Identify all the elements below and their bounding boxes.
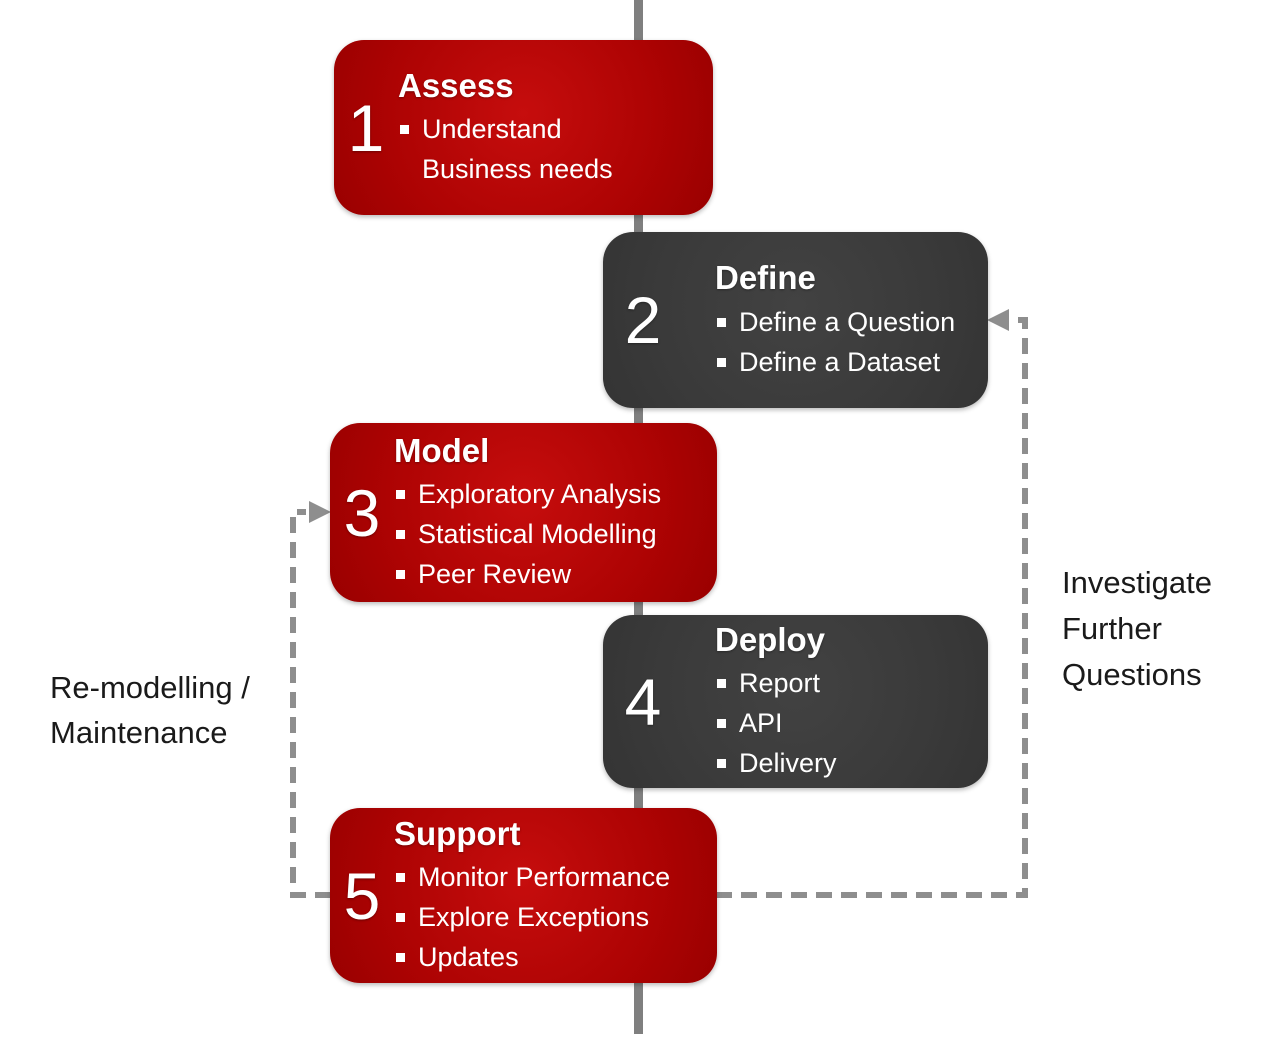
remodel-loop-arrow bbox=[290, 501, 331, 898]
bullet-text: Peer Review bbox=[418, 559, 572, 590]
bullet-item: Exploratory Analysis bbox=[394, 474, 717, 514]
bullet-text: Explore Exceptions bbox=[418, 902, 650, 933]
bullet-text: API bbox=[739, 708, 783, 739]
step-bullets: Define a Question Define a Dataset bbox=[715, 302, 988, 382]
bullet-text: Understand Business needs bbox=[422, 114, 613, 185]
bullet-square-icon bbox=[396, 913, 405, 923]
bullet-square-icon bbox=[717, 759, 726, 769]
step-number: 4 bbox=[624, 664, 662, 739]
step-bullets: Report API Delivery bbox=[715, 663, 988, 783]
bullet-text: Define a Dataset bbox=[739, 346, 941, 377]
bullet-item: Report bbox=[715, 663, 988, 703]
label-line: Maintenance bbox=[50, 715, 228, 750]
bullet-item: Updates bbox=[394, 937, 717, 977]
step-box-deploy: 4 Deploy Report API Delivery bbox=[603, 615, 988, 788]
step-title: Define bbox=[715, 259, 816, 297]
step-bullets: Monitor Performance Explore Exceptions U… bbox=[394, 857, 717, 977]
arrowhead-left-icon bbox=[987, 309, 1009, 331]
bullet-item: Statistical Modelling bbox=[394, 514, 717, 554]
step-box-model: 3 Model Exploratory Analysis Statistical… bbox=[330, 423, 717, 602]
step-bullets: Understand Business needs bbox=[398, 109, 713, 189]
step-number: 2 bbox=[624, 283, 662, 357]
step-number: 1 bbox=[347, 90, 385, 165]
step-number: 3 bbox=[343, 475, 381, 550]
bullet-square-icon bbox=[396, 530, 405, 540]
investigate-loop-arrow bbox=[716, 309, 1028, 898]
bullet-square-icon bbox=[717, 679, 726, 689]
bullet-square-icon bbox=[396, 490, 405, 500]
bullet-text: Monitor Performance bbox=[418, 862, 671, 893]
bullet-square-icon bbox=[717, 317, 726, 327]
step-box-define: 2 Define Define a Question Define a Data… bbox=[603, 232, 988, 408]
arrowhead-right-icon bbox=[309, 501, 331, 523]
bullet-square-icon bbox=[396, 953, 405, 963]
step-box-support: 5 Support Monitor Performance Explore Ex… bbox=[330, 808, 717, 983]
label-line: Investigate bbox=[1062, 565, 1212, 600]
bullet-text: Define a Question bbox=[739, 306, 956, 337]
bullet-item: Peer Review bbox=[394, 554, 717, 594]
bullet-item: API bbox=[715, 703, 988, 743]
bullet-text: Delivery bbox=[739, 748, 837, 779]
step-title: Model bbox=[394, 431, 490, 469]
bullet-square-icon bbox=[717, 719, 726, 729]
bullet-text: Statistical Modelling bbox=[418, 519, 657, 550]
bullet-item: Understand Business needs bbox=[398, 109, 713, 189]
remodel-label: Re-modelling / Maintenance bbox=[50, 665, 250, 755]
bullet-text: Report bbox=[739, 668, 821, 699]
step-box-assess: 1 Assess Understand Business needs bbox=[334, 40, 713, 215]
bullet-square-icon bbox=[400, 125, 409, 135]
bullet-square-icon bbox=[717, 357, 726, 367]
step-title: Support bbox=[394, 814, 521, 852]
bullet-text: Updates bbox=[418, 942, 519, 973]
bullet-item: Define a Question bbox=[715, 302, 988, 342]
bullet-square-icon bbox=[396, 570, 405, 580]
bullet-text: Exploratory Analysis bbox=[418, 479, 662, 510]
step-number: 5 bbox=[343, 858, 381, 933]
step-title: Assess bbox=[398, 66, 514, 104]
bullet-item: Explore Exceptions bbox=[394, 897, 717, 937]
step-title: Deploy bbox=[715, 620, 826, 658]
bullet-item: Define a Dataset bbox=[715, 342, 988, 382]
bullet-item: Monitor Performance bbox=[394, 857, 717, 897]
bullet-item: Delivery bbox=[715, 743, 988, 783]
label-line: Re-modelling / bbox=[50, 670, 250, 705]
investigate-label: Investigate Further Questions bbox=[1062, 560, 1212, 698]
label-line: Questions bbox=[1062, 657, 1202, 692]
bullet-square-icon bbox=[396, 873, 405, 883]
label-line: Further bbox=[1062, 611, 1162, 646]
step-bullets: Exploratory Analysis Statistical Modelli… bbox=[394, 474, 717, 594]
